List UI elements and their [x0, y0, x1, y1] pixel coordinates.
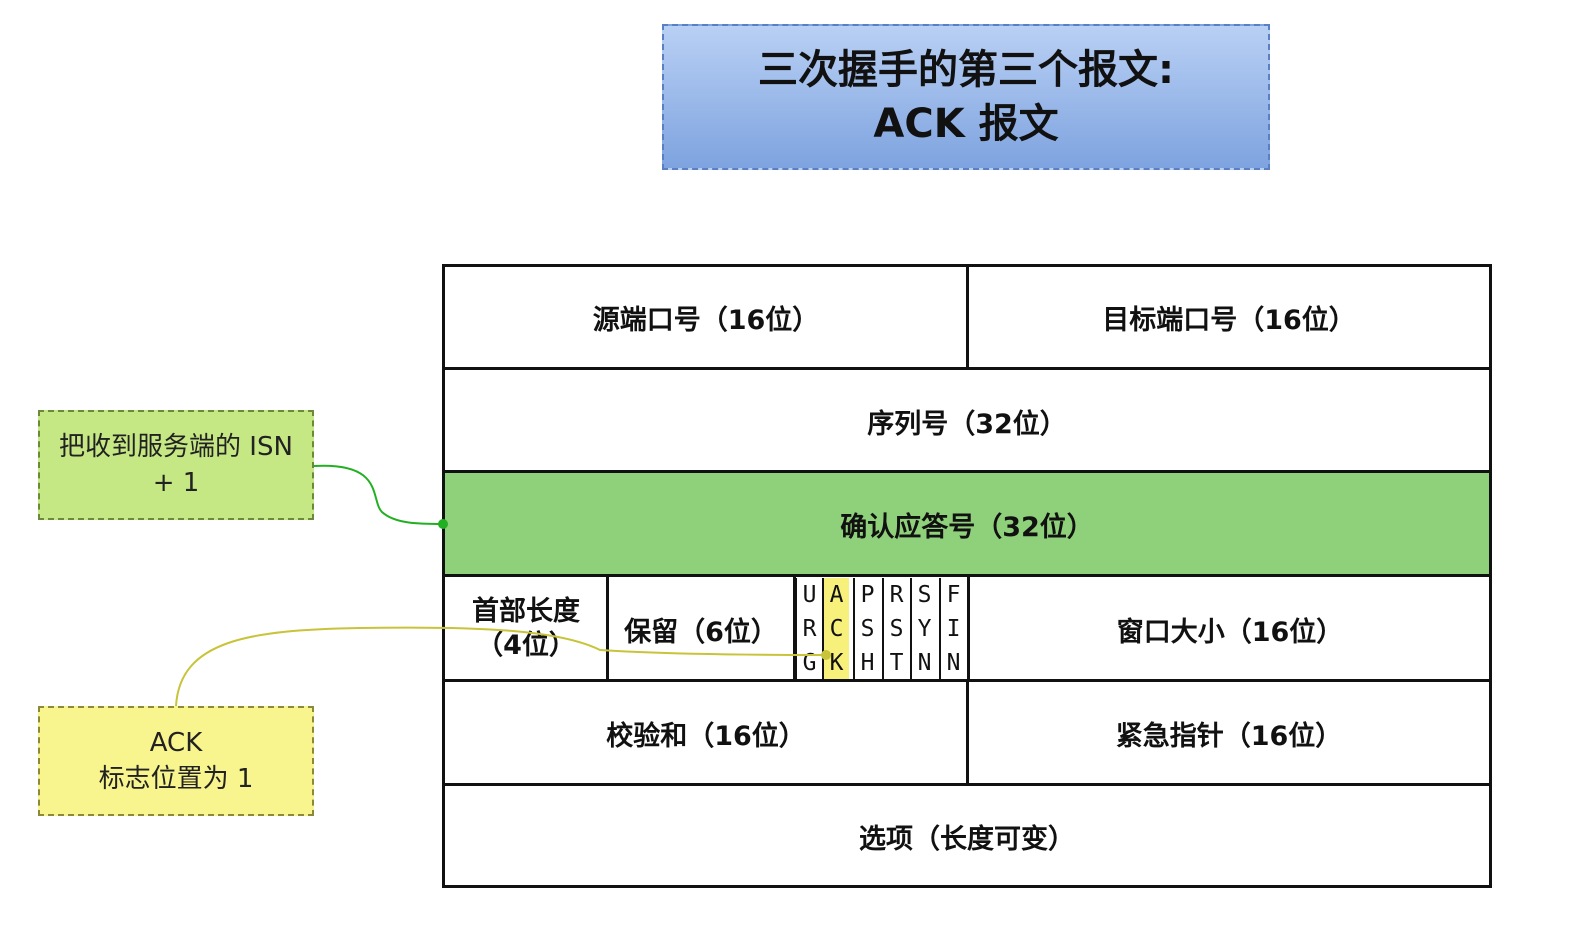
- checksum-label: 校验和（16位）: [606, 720, 806, 752]
- header-length-label: 首部长度: [472, 596, 580, 627]
- ack-number-label: 确认应答号（32位）: [840, 511, 1094, 543]
- column-divider: [966, 264, 969, 370]
- row-divider: [442, 470, 1492, 473]
- flag-urg: U R G: [795, 578, 822, 680]
- isn-connector-dot: [438, 519, 448, 529]
- source-port-field: 源端口号（16位）: [444, 266, 968, 368]
- dest-port-field: 目标端口号（16位）: [968, 266, 1490, 368]
- isn-connector: [313, 464, 444, 525]
- ack-connector-dot: [821, 650, 831, 660]
- flag-char: P: [860, 582, 875, 608]
- flag-char: I: [946, 616, 961, 642]
- title-line-2: ACK 报文: [873, 101, 1059, 147]
- sequence-number-field: 序列号（32位）: [444, 370, 1490, 472]
- row-divider: [442, 574, 1492, 577]
- flag-char: T: [889, 650, 904, 676]
- reserved-label: 保留（6位）: [624, 616, 778, 648]
- options-field: 选项（长度可变）: [444, 786, 1490, 886]
- flag-char: N: [917, 650, 932, 676]
- flag-psh: P S H: [853, 578, 880, 680]
- flag-syn: S Y N: [910, 578, 937, 680]
- column-divider: [606, 576, 609, 682]
- flag-char: A: [829, 582, 844, 608]
- ack-connector: [175, 626, 827, 707]
- sequence-number-label: 序列号（32位）: [867, 408, 1067, 440]
- window-size-field: 窗口大小（16位）: [970, 578, 1490, 680]
- reserved-field: 保留（6位）: [608, 578, 794, 680]
- dest-port-label: 目标端口号（16位）: [1102, 304, 1356, 336]
- flag-char: R: [889, 582, 904, 608]
- diagram-title: 三次握手的第三个报文: ACK 报文: [662, 24, 1270, 170]
- flag-char: S: [860, 616, 875, 642]
- flag-char: F: [946, 582, 961, 608]
- flag-ack: A C K: [822, 578, 849, 680]
- flag-char: N: [946, 650, 961, 676]
- column-divider: [793, 576, 796, 682]
- isn-note-line-1: 把收到服务端的 ISN: [59, 432, 293, 462]
- ack-flag-note-line-1: ACK: [149, 728, 203, 758]
- urgent-pointer-field: 紧急指针（16位）: [968, 682, 1490, 784]
- flag-rst: R S T: [882, 578, 909, 680]
- flag-char: G: [802, 650, 817, 676]
- urgent-pointer-label: 紧急指针（16位）: [1115, 720, 1343, 752]
- flag-char: C: [829, 616, 844, 642]
- header-length-field: 首部长度 （4位）: [444, 578, 608, 680]
- header-length-bits: （4位）: [476, 630, 576, 661]
- column-divider: [967, 576, 970, 682]
- ack-number-field: 确认应答号（32位）: [444, 472, 1490, 576]
- isn-note: 把收到服务端的 ISN + 1: [38, 410, 314, 520]
- flag-char: Y: [917, 616, 932, 642]
- flag-char: S: [889, 616, 904, 642]
- title-line-1: 三次握手的第三个报文:: [758, 47, 1174, 93]
- isn-note-line-2: + 1: [152, 468, 200, 498]
- flag-char: U: [802, 582, 817, 608]
- column-divider: [966, 682, 969, 786]
- flag-char: K: [829, 650, 844, 676]
- ack-flag-note-line-2: 标志位置为 1: [98, 764, 254, 794]
- checksum-field: 校验和（16位）: [444, 682, 968, 784]
- flag-char: S: [917, 582, 932, 608]
- window-size-label: 窗口大小（16位）: [1116, 616, 1344, 648]
- flag-char: R: [802, 616, 817, 642]
- source-port-label: 源端口号（16位）: [592, 304, 820, 336]
- ack-flag-note: ACK 标志位置为 1: [38, 706, 314, 816]
- flag-char: H: [860, 650, 875, 676]
- options-label: 选项（长度可变）: [859, 823, 1075, 855]
- flag-fin: F I N: [939, 578, 966, 680]
